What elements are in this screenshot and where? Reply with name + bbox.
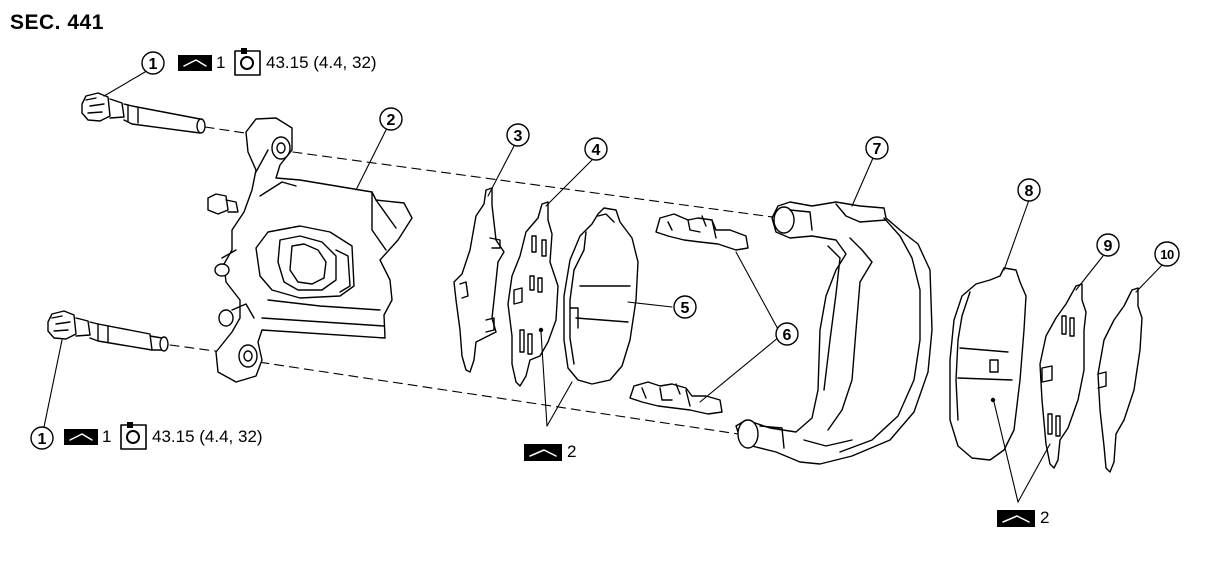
grease-qty-center-text: 2 bbox=[567, 442, 577, 461]
torque-spec-bottom-text: 43.15 (4.4, 32) bbox=[152, 427, 263, 446]
torque-spec-top-qty: 1 bbox=[216, 53, 226, 72]
guide-pin-bolt-bottom bbox=[47, 310, 169, 352]
grease-icon-right bbox=[997, 510, 1035, 527]
callout-4: 4 bbox=[584, 137, 608, 161]
svg-text:3: 3 bbox=[514, 128, 523, 145]
callout-6: 6 bbox=[775, 322, 799, 346]
svg-text:5: 5 bbox=[681, 300, 690, 317]
torque-spec-bottom: 1 bbox=[102, 426, 111, 448]
section-label: SEC. 441 bbox=[10, 11, 104, 34]
torque-spec-top: 1 bbox=[216, 52, 225, 74]
torque-wrench-icon-top bbox=[234, 48, 261, 76]
leader-lines bbox=[355, 129, 1166, 503]
pad-retainer-top bbox=[655, 213, 749, 251]
callout-8: 8 bbox=[1017, 178, 1041, 202]
callout-circles: 2 3 4 5 6 7 8 9 10 1 1 bbox=[30, 51, 1180, 450]
callout-7: 7 bbox=[865, 136, 889, 160]
svg-text:6: 6 bbox=[783, 327, 792, 344]
callout-2: 2 bbox=[379, 107, 403, 131]
inner-shim-cover bbox=[507, 201, 559, 387]
svg-text:1: 1 bbox=[38, 431, 47, 448]
outer-shim-cover bbox=[1097, 287, 1143, 473]
torque-spec-top-value: 43.15 (4.4, 32) bbox=[266, 52, 377, 74]
callout-1-top: 1 bbox=[141, 51, 165, 75]
svg-text:9: 9 bbox=[1104, 238, 1113, 255]
grease-qty-right: 2 bbox=[1035, 508, 1049, 528]
torque-wrench-icon-bottom bbox=[120, 422, 147, 450]
bolt-leader-lines bbox=[43, 71, 146, 428]
svg-text:8: 8 bbox=[1025, 183, 1034, 200]
inner-brake-pad bbox=[563, 207, 639, 385]
svg-text:2: 2 bbox=[387, 112, 396, 129]
torque-spec-bottom-value: 43.15 (4.4, 32) bbox=[152, 426, 263, 448]
grease-icon-center bbox=[524, 444, 562, 461]
torque-member bbox=[735, 201, 933, 465]
replace-icon-top bbox=[178, 55, 212, 71]
grease-qty-center: 2 bbox=[562, 442, 576, 462]
inner-shim bbox=[453, 187, 505, 373]
guide-pin-bolt-top bbox=[81, 92, 206, 134]
outer-shim bbox=[1039, 283, 1087, 469]
callout-9: 9 bbox=[1096, 233, 1120, 257]
callout-3: 3 bbox=[506, 123, 530, 147]
caliper-housing bbox=[207, 117, 413, 383]
callout-10: 10 bbox=[1154, 241, 1180, 267]
pad-retainer-bottom bbox=[629, 381, 723, 415]
callout-1-bottom: 1 bbox=[30, 426, 54, 450]
svg-text:10: 10 bbox=[1160, 247, 1174, 262]
torque-spec-top-text: 43.15 (4.4, 32) bbox=[266, 53, 377, 72]
replace-icon-bottom bbox=[64, 429, 98, 445]
svg-text:7: 7 bbox=[873, 141, 882, 158]
svg-text:4: 4 bbox=[592, 142, 601, 159]
svg-text:1: 1 bbox=[149, 56, 158, 73]
torque-spec-bottom-qty: 1 bbox=[102, 427, 112, 446]
outer-brake-pad bbox=[949, 267, 1027, 461]
callout-5: 5 bbox=[673, 295, 697, 319]
grease-qty-right-text: 2 bbox=[1040, 508, 1050, 527]
